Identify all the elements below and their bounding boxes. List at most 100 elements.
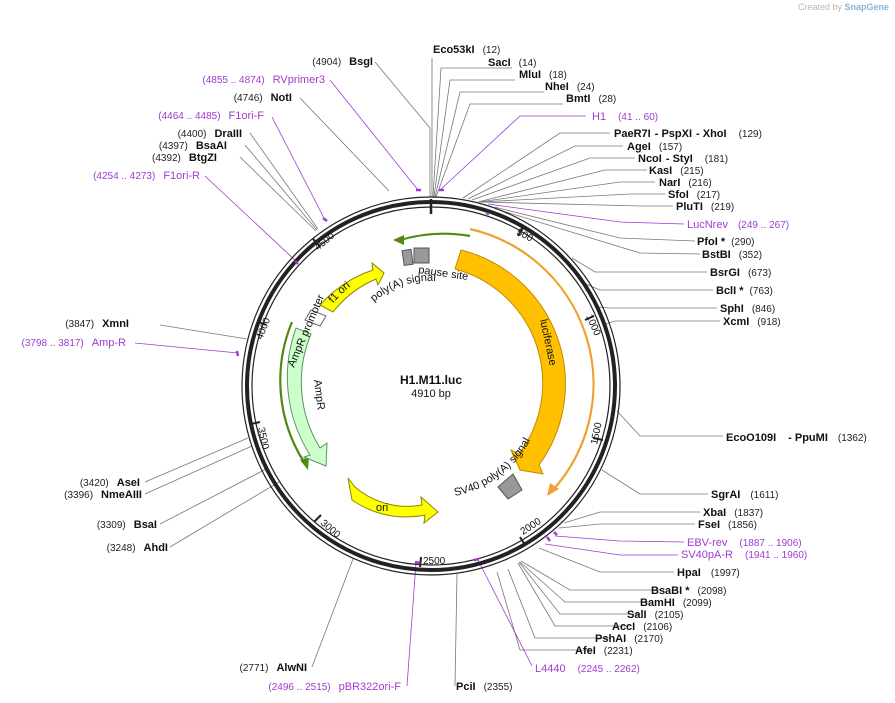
site-label-f1ori-f[interactable]: (4464 .. 4485)F1ori-F (158, 110, 264, 122)
site-label-fsei[interactable]: FseI(1856) (698, 519, 757, 531)
site-label-bmti[interactable]: BmtI(28) (566, 93, 616, 105)
feature-ori[interactable] (347, 477, 439, 525)
feature-sv40-polya[interactable] (497, 473, 523, 500)
site-label-mlui[interactable]: MluI(18) (519, 69, 567, 81)
luc-upstream-orf-arrow (399, 232, 471, 242)
tick-2500 (419, 556, 422, 568)
site-label-nari[interactable]: NarI(216) (659, 177, 712, 189)
tick-label-3500: 3500 (255, 426, 270, 450)
site-label-nmeaiii[interactable]: (3396)NmeAIII (64, 489, 142, 501)
tick-label-3000: 3000 (318, 518, 342, 541)
site-label-ahdi[interactable]: (3248)AhdI (107, 542, 168, 554)
site-label-hpai[interactable]: HpaI(1997) (677, 567, 740, 579)
feature-pause-site[interactable] (413, 247, 430, 264)
site-label-rvprimer3[interactable]: (4855 .. 4874)RVprimer3 (202, 74, 325, 86)
tick-label-4500: 4500 (313, 230, 337, 253)
primer-mark-l4440 (473, 557, 480, 562)
site-label-acci[interactable]: AccI(2106) (612, 621, 672, 633)
feature-ampr-promoter[interactable] (304, 309, 327, 327)
tick-2000 (519, 536, 526, 546)
site-label-draiii[interactable]: (4400)DraIII (178, 128, 242, 140)
site-label-lucnrev[interactable]: LucNrev(249 .. 267) (687, 219, 789, 231)
site-label-bsrgi[interactable]: BsrGI(673) (710, 267, 771, 279)
site-label-xcmi[interactable]: XcmI(918) (723, 316, 781, 328)
site-label-amp-r[interactable]: (3798 .. 3817)Amp-R (22, 337, 127, 349)
primer-mark-f1ori-f (322, 217, 328, 222)
site-label-pfoi[interactable]: PfoI *(290) (697, 236, 754, 248)
tick-label-500: 500 (515, 227, 535, 245)
tick-3000 (313, 514, 322, 523)
label-leader-lines (134, 58, 723, 687)
site-label-bamhi[interactable]: BamHI(2099) (640, 597, 712, 609)
site-label-saci[interactable]: SacI(14) (488, 57, 536, 69)
site-label-sali[interactable]: SalI(2105) (627, 609, 683, 621)
site-label-sfoi[interactable]: SfoI(217) (668, 189, 720, 201)
site-label-xbai[interactable]: XbaI(1837) (703, 507, 763, 519)
site-label-agei[interactable]: AgeI(157) (627, 141, 682, 153)
feature-label-ori: ori (376, 502, 388, 514)
site-label-alwni[interactable]: (2771)AlwNI (240, 662, 307, 674)
tick-500 (517, 226, 524, 237)
site-label-sphi[interactable]: SphI(846) (720, 303, 775, 315)
watermark: Created by SnapGene (798, 2, 889, 12)
site-label-pcii[interactable]: PciI(2355) (456, 681, 512, 693)
site-label-pshai[interactable]: PshAI(2170) (595, 633, 663, 645)
site-label-noti[interactable]: (4746)NotI (234, 92, 292, 104)
primer-mark-f1ori-r (294, 260, 299, 265)
site-label-afei[interactable]: AfeI(2231) (575, 645, 633, 657)
tick-3500 (250, 421, 261, 425)
orf-arrowhead-icon (393, 235, 404, 245)
site-label-bsai[interactable]: (3309)BsaI (97, 519, 157, 531)
backbone-outer-line (241, 196, 621, 576)
snapgene-logo: SnapGene (844, 2, 889, 12)
primer-mark-lucnrev (485, 211, 490, 216)
watermark-prefix: Created by (797, 2, 842, 12)
primer-site-marks (235, 188, 558, 565)
site-label-bsaai[interactable]: (4397)BsaAI (159, 140, 227, 152)
site-label-sv40pa-r[interactable]: SV40pA-R(1941 .. 1960) (681, 549, 807, 561)
site-label-l4440[interactable]: L4440(2245 .. 2262) (535, 663, 640, 675)
tick-label-2500: 2500 (423, 556, 446, 567)
site-label-h1[interactable]: H1(41 .. 60) (592, 111, 658, 123)
feature-f1-ori[interactable] (319, 261, 385, 313)
site-label-bstbi[interactable]: BstBI(352) (702, 249, 762, 261)
site-label-pbr322ori-f[interactable]: (2496 .. 2515)pBR322ori-F (268, 681, 401, 693)
site-label-paer7i-pspxi-xhoi[interactable]: PaeR7I- PspXI- XhoI(129) (614, 128, 762, 140)
primer-mark-ebv-rev (553, 531, 558, 536)
site-label-f1ori-r[interactable]: (4254 .. 4273)F1ori-R (93, 170, 200, 182)
tick-1500 (592, 437, 604, 441)
site-label-nhei[interactable]: NheI(24) (545, 81, 595, 93)
plasmid-name: H1.M11.luc (400, 373, 462, 387)
feature-ampr[interactable] (286, 327, 328, 467)
tick-label-1500: 1500 (589, 421, 604, 445)
left-label-column: (4904)BsgI (4855 .. 4874)RVprimer3 (4746… (22, 56, 402, 693)
site-label-xmni[interactable]: (3847)XmnI (65, 318, 129, 330)
feature-luciferase[interactable] (454, 249, 566, 475)
site-label-bsgi[interactable]: (4904)BsgI (312, 56, 373, 68)
site-label-bcli[interactable]: BclI *(763) (716, 285, 773, 297)
feature-label-ampr: AmpR (311, 379, 327, 411)
ampr-orf-arrow (279, 321, 305, 463)
site-label-ebv-rev[interactable]: EBV-rev(1887 .. 1906) (687, 537, 802, 549)
site-label-bsabi[interactable]: BsaBI *(2098) (651, 585, 726, 597)
site-label-ncoi-styi[interactable]: NcoI- StyI(181) (638, 153, 728, 165)
right-label-column: Eco53kI(12) SacI(14) MluI(18) NheI(24) B… (433, 44, 867, 693)
tick-4000 (256, 320, 267, 326)
tick-4500 (312, 238, 321, 247)
luciferase-orf-arrow (469, 227, 595, 491)
plasmid-size: 4910 bp (411, 388, 451, 400)
tick-1000 (584, 315, 595, 321)
site-label-eco53ki[interactable]: Eco53kI(12) (433, 44, 500, 56)
site-label-sgrai[interactable]: SgrAI(1611) (711, 489, 779, 501)
orf-arrowhead-icon (547, 483, 559, 496)
feature-polya-signal[interactable] (401, 248, 414, 267)
site-label-btgzi[interactable]: (4392)BtgZI (152, 152, 217, 164)
primer-mark-amp-r (235, 350, 240, 357)
site-label-ecoo109i-ppumi[interactable]: EcoO109I- PpuMI(1362) (726, 432, 867, 444)
site-label-kasi[interactable]: KasI(215) (649, 165, 704, 177)
site-label-asei[interactable]: (3420)AseI (80, 477, 140, 489)
orf-arrowhead-icon (300, 457, 309, 470)
primer-mark-sv40pa-r (546, 536, 551, 542)
site-label-pluti[interactable]: PluTI(219) (676, 201, 734, 213)
